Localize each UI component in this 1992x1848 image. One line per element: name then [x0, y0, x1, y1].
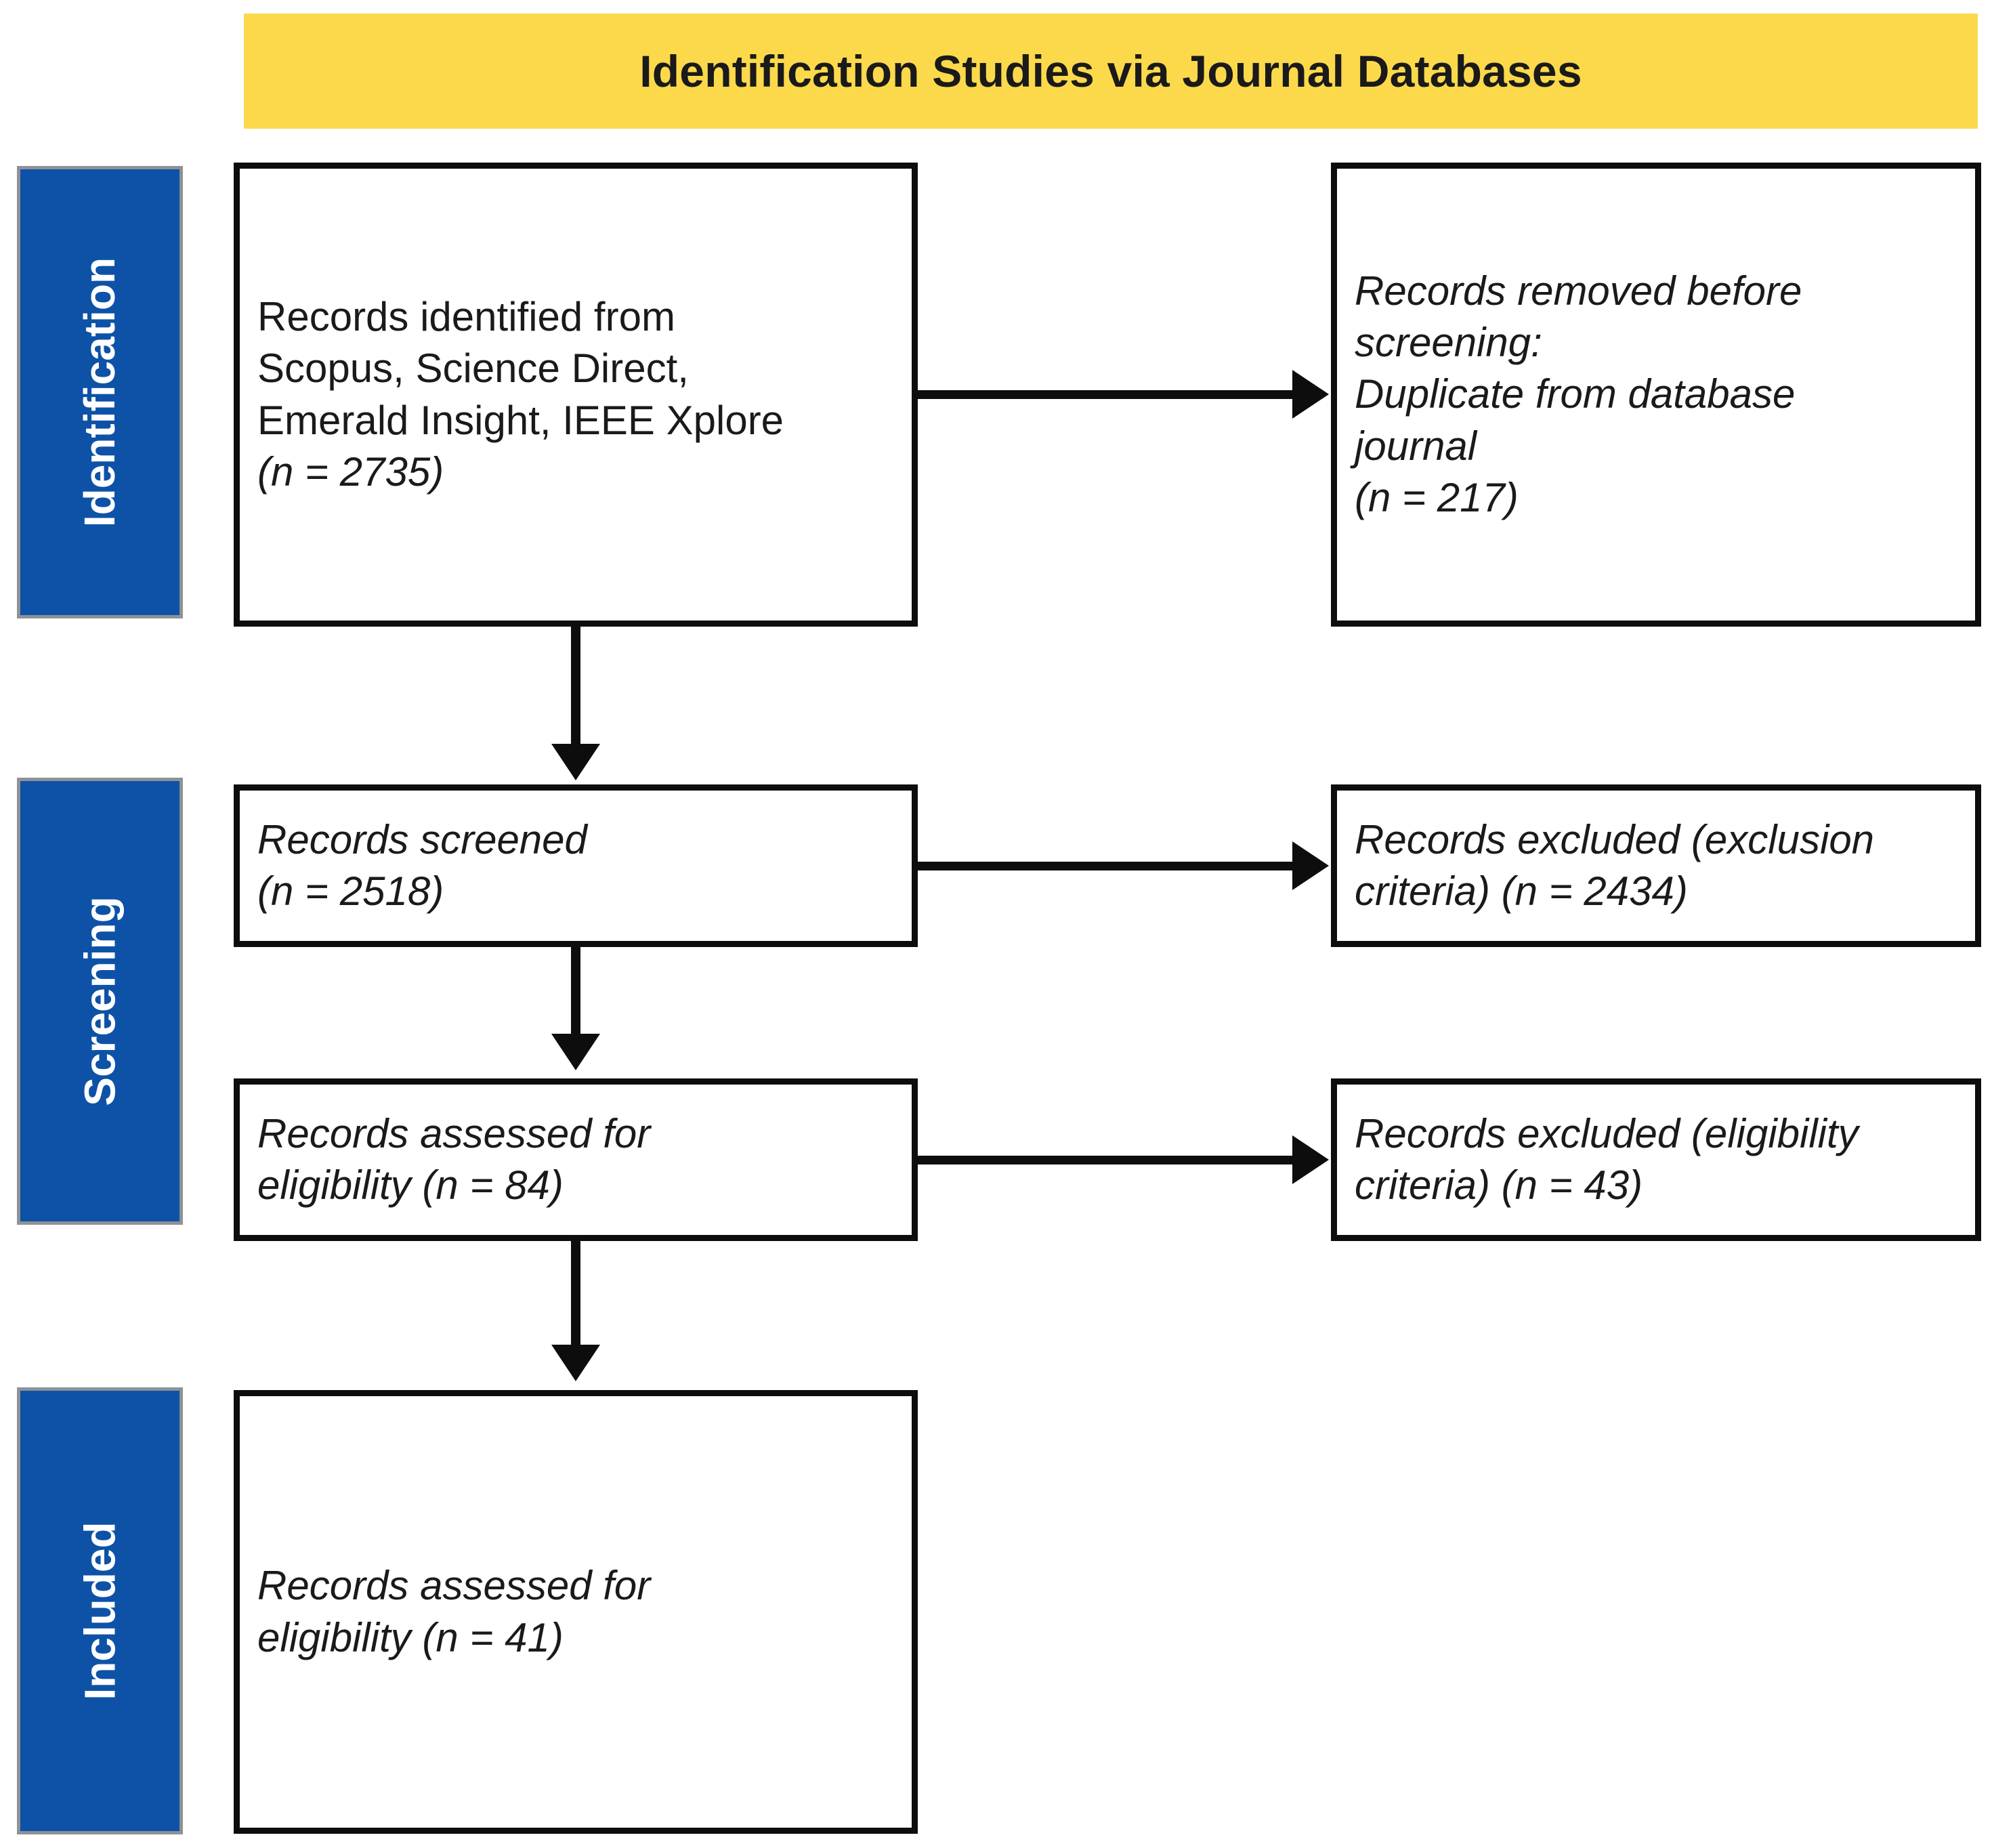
node-line: screening: [1355, 320, 1542, 366]
node-line: criteria) (n = 2434) [1355, 868, 1688, 914]
node-line: Records excluded (exclusion [1355, 816, 1875, 862]
arrow-right-icon [1292, 1135, 1329, 1184]
node-line: Emerald Insight, IEEE Xplore [257, 397, 784, 443]
node-line: journal [1355, 423, 1477, 469]
stage-label-included: Included [17, 1387, 183, 1834]
node-line: Records excluded (eligibility [1355, 1110, 1859, 1156]
arrow-right-icon [1292, 370, 1329, 419]
stage-label-included-text: Included [75, 1521, 125, 1700]
node-line: Duplicate from database [1355, 371, 1796, 417]
arrow-right-icon [1292, 841, 1329, 890]
node-records-excluded-exclusion: Records excluded (exclusion criteria) (n… [1331, 784, 1981, 947]
connector-assessed-to-excluded-eligibility [916, 1156, 1295, 1164]
diagram-header-banner: Identification Studies via Journal Datab… [244, 14, 1978, 129]
node-line: Records assessed for [257, 1110, 651, 1156]
connector-identified-to-removed [916, 390, 1295, 399]
node-line: Records assessed for [257, 1563, 651, 1609]
node-records-assessed: Records assessed for eligibility (n = 84… [234, 1078, 918, 1241]
node-count: (n = 2518) [257, 868, 444, 914]
connector-identified-to-screened [571, 627, 580, 745]
node-line: eligibility (n = 84) [257, 1162, 564, 1208]
stage-label-identification: Identification [17, 166, 183, 618]
node-records-removed-text: Records removed before screening: Duplic… [1337, 266, 1975, 524]
connector-screened-to-assessed [571, 947, 580, 1035]
arrow-down-icon [551, 1345, 600, 1381]
page-title: Identification Studies via Journal Datab… [639, 46, 1582, 96]
arrow-down-icon [551, 1034, 600, 1070]
node-line: criteria) (n = 43) [1355, 1162, 1643, 1208]
node-count: (n = 2735) [257, 448, 444, 495]
stage-label-identification-text: Identification [75, 257, 125, 528]
node-records-screened-text: Records screened (n = 2518) [240, 814, 912, 917]
node-line: Records removed before [1355, 268, 1802, 314]
node-records-identified: Records identified from Scopus, Science … [234, 163, 918, 627]
stage-label-screening: Screening [17, 778, 183, 1225]
node-records-excluded-eligibility-text: Records excluded (eligibility criteria) … [1337, 1108, 1975, 1211]
node-line: Scopus, Science Direct, [257, 345, 689, 392]
connector-assessed-to-included [571, 1241, 580, 1346]
node-records-included: Records assessed for eligibility (n = 41… [234, 1390, 918, 1834]
stage-label-screening-text: Screening [75, 896, 125, 1106]
node-records-identified-text: Records identified from Scopus, Science … [240, 291, 912, 498]
node-line: eligibility (n = 41) [257, 1614, 564, 1660]
node-line: Records screened [257, 816, 587, 862]
node-records-included-text: Records assessed for eligibility (n = 41… [240, 1560, 912, 1663]
node-records-removed: Records removed before screening: Duplic… [1331, 163, 1981, 627]
node-records-excluded-exclusion-text: Records excluded (exclusion criteria) (n… [1337, 814, 1975, 917]
node-count: (n = 217) [1355, 474, 1519, 520]
arrow-down-icon [551, 744, 600, 780]
connector-screened-to-excluded-exclusion [916, 862, 1295, 870]
node-line: Records identified from [257, 294, 675, 340]
node-records-excluded-eligibility: Records excluded (eligibility criteria) … [1331, 1078, 1981, 1241]
node-records-screened: Records screened (n = 2518) [234, 784, 918, 947]
node-records-assessed-text: Records assessed for eligibility (n = 84… [240, 1108, 912, 1211]
